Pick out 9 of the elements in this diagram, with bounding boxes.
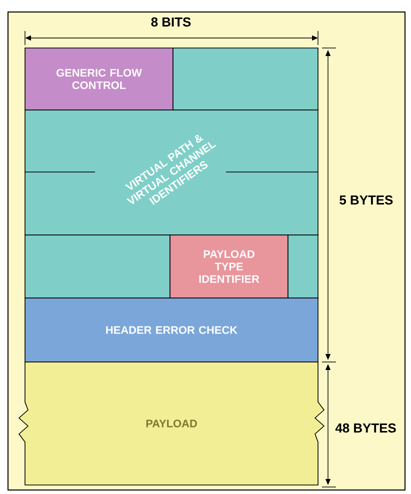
field-box: HEADER ERROR CHECK <box>24 298 318 362</box>
field-box <box>172 48 318 110</box>
field-box: PAYLOAD TYPE IDENTIFIER <box>170 234 288 298</box>
payload-box: PAYLOAD <box>18 362 325 486</box>
field-box <box>288 234 318 298</box>
field-box <box>24 234 170 298</box>
dimension-label: 8 BITS <box>151 17 191 27</box>
field-box: GENERIC FLOW CONTROL <box>24 48 174 110</box>
dimension-label: 5 BYTES <box>340 195 393 205</box>
